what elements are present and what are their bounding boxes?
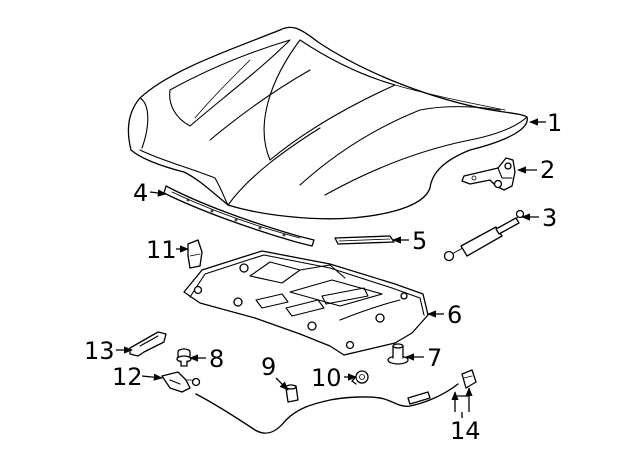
callout-10: 10 xyxy=(311,364,342,392)
callout-11: 11 xyxy=(146,236,177,264)
seal-part-5[interactable] xyxy=(334,235,395,245)
release-cable-part[interactable] xyxy=(195,369,477,434)
callout-8: 8 xyxy=(209,345,224,373)
callout-13: 13 xyxy=(84,337,115,365)
bumper-part-8[interactable] xyxy=(176,348,192,367)
seal-part-4[interactable] xyxy=(163,185,315,247)
callout-4: 4 xyxy=(133,179,148,207)
callout-5: 5 xyxy=(412,227,427,255)
callout-labels: 1 2 3 4 5 6 7 8 9 10 11 12 13 14 xyxy=(84,109,562,445)
callout-3: 3 xyxy=(542,204,557,232)
leader-12 xyxy=(141,373,163,381)
latch-part[interactable] xyxy=(161,371,201,393)
bumper-part-11[interactable] xyxy=(187,239,203,269)
support-strut-part[interactable] xyxy=(443,209,525,262)
callout-12: 12 xyxy=(112,363,143,391)
leader-14-bracket xyxy=(454,395,470,412)
callout-1: 1 xyxy=(547,109,562,137)
cable-end-part[interactable] xyxy=(285,384,299,403)
callout-6: 6 xyxy=(447,301,462,329)
bracket-part[interactable] xyxy=(129,331,167,357)
leader-9 xyxy=(275,377,289,391)
callout-7: 7 xyxy=(427,344,442,372)
hood-part[interactable] xyxy=(127,26,528,220)
callout-2: 2 xyxy=(540,156,555,184)
insulator-part[interactable] xyxy=(183,250,429,356)
bumper-part-7[interactable] xyxy=(387,343,409,365)
leader-4 xyxy=(149,189,167,197)
leader-lines xyxy=(116,118,546,418)
callout-14: 14 xyxy=(450,417,481,445)
callout-9: 9 xyxy=(261,353,276,381)
hinge-part[interactable] xyxy=(461,157,516,191)
